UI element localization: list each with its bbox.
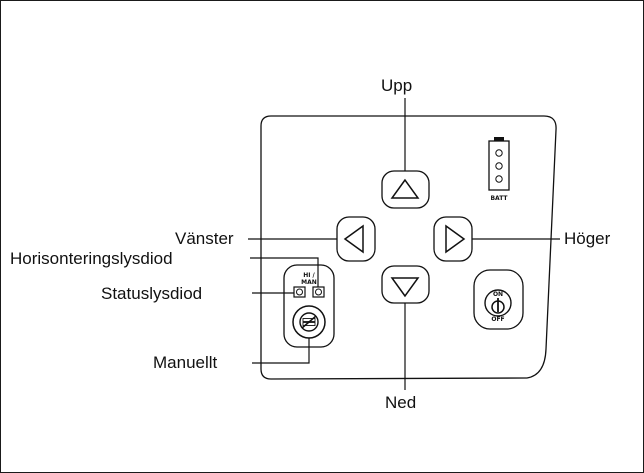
manual-mode-icon <box>299 312 319 332</box>
callout-up: Upp <box>381 76 413 95</box>
right-button[interactable] <box>433 216 473 262</box>
up-button[interactable] <box>381 170 430 209</box>
power-icon <box>491 298 505 314</box>
man-label: MAN <box>301 279 317 286</box>
callout-leveling-led: Horisonteringslysdiod <box>10 249 173 268</box>
leader-leveling-led <box>250 257 319 287</box>
leveling-led <box>293 286 306 298</box>
left-button[interactable] <box>336 216 376 262</box>
callout-left: Vänster <box>175 229 234 248</box>
callout-manual: Manuellt <box>153 353 218 372</box>
triangle-right-icon <box>445 224 466 254</box>
battery-indicator-icon <box>488 137 510 191</box>
triangle-left-icon <box>343 224 364 254</box>
callout-status-led: Statuslysdiod <box>101 284 203 303</box>
hi-label: HI / <box>303 272 315 279</box>
leader-lines <box>248 98 560 390</box>
down-button[interactable] <box>381 265 430 304</box>
triangle-up-icon <box>390 178 420 199</box>
callout-right: Höger <box>564 229 611 248</box>
leader-manual <box>252 338 310 364</box>
triangle-down-icon <box>390 277 420 298</box>
callout-down: Ned <box>385 393 417 412</box>
power-button[interactable] <box>473 269 524 330</box>
on-label: ON <box>493 291 503 298</box>
batt-label: BATT <box>490 195 508 202</box>
manual-button[interactable] <box>292 305 326 339</box>
off-label: OFF <box>491 316 504 323</box>
